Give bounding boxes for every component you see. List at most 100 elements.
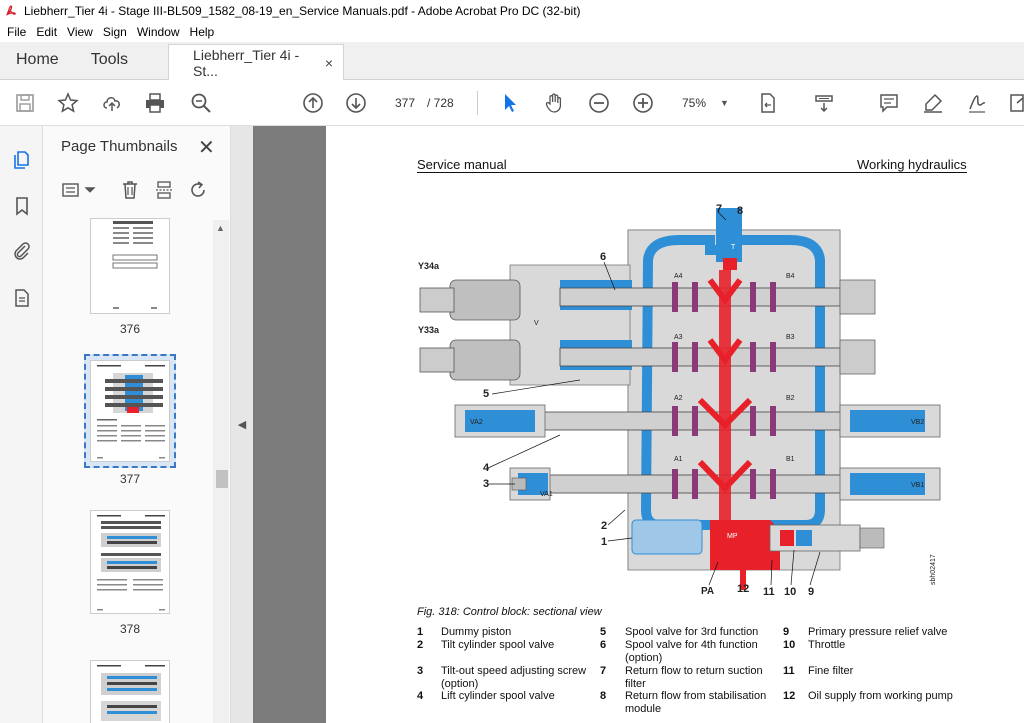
page-thumbnails-icon[interactable] — [10, 148, 34, 172]
label-b4: B4 — [786, 273, 795, 280]
tab-document[interactable]: Liebherr_Tier 4i - St... × — [168, 44, 345, 80]
chevron-down-icon: ▼ — [720, 98, 729, 108]
rotate-icon[interactable] — [187, 178, 211, 202]
label-t: T — [731, 244, 736, 251]
extract-pages-icon[interactable] — [152, 178, 176, 202]
star-icon[interactable] — [56, 91, 80, 115]
thumbnail-label: 378 — [119, 622, 141, 636]
trash-icon[interactable] — [118, 178, 142, 202]
legend-text: Tilt-out speed adjusting screw (option) — [441, 665, 587, 690]
tab-bar: Home Tools Liebherr_Tier 4i - St... × — [0, 42, 1024, 80]
legend-text: Primary pressure relief valve — [808, 626, 948, 638]
close-panel-icon[interactable]: ✕ — [198, 137, 215, 159]
page-number-input[interactable]: 377 — [394, 96, 416, 110]
legend-number: 3 — [417, 665, 424, 677]
thumbnail-page[interactable] — [90, 660, 170, 723]
thumbnail-list: 376 377 — [43, 218, 213, 723]
label-9: 9 — [808, 586, 815, 598]
options-icon[interactable] — [59, 178, 83, 202]
menu-window[interactable]: Window — [136, 25, 180, 39]
thumbnail-page[interactable] — [90, 510, 170, 614]
more-tools-icon[interactable] — [1006, 91, 1024, 115]
menu-help[interactable]: Help — [189, 25, 215, 39]
figure-caption: Fig. 318: Control block: sectional view — [417, 606, 602, 618]
legend-number: 7 — [600, 665, 607, 677]
thumbnail-preview — [97, 365, 165, 459]
menu-sign[interactable]: Sign — [102, 25, 127, 39]
label-a2: A2 — [674, 395, 683, 402]
label-b1: B1 — [786, 456, 795, 463]
label-b3: B3 — [786, 334, 795, 341]
thumbnails-panel: Page Thumbnails ✕ — [43, 126, 231, 723]
label-a1: A1 — [674, 456, 683, 463]
legend-number: 2 — [417, 639, 424, 651]
menu-file[interactable]: File — [7, 25, 27, 39]
toolbar-divider — [477, 91, 478, 115]
previous-page-icon[interactable] — [301, 91, 325, 115]
menu-view[interactable]: View — [67, 25, 93, 39]
scrollbar-thumb[interactable] — [216, 470, 228, 488]
search-icon[interactable] — [189, 91, 213, 115]
legend-number: 10 — [783, 639, 796, 651]
tab-tools[interactable]: Tools — [90, 51, 129, 68]
spool-3rd-function — [559, 347, 841, 367]
label-3: 3 — [483, 478, 490, 490]
bookmark-icon[interactable] — [10, 194, 34, 218]
left-rail — [0, 126, 43, 723]
hand-icon[interactable] — [542, 91, 566, 115]
scroll-mode-icon[interactable] — [812, 91, 836, 115]
page-fit-icon[interactable] — [756, 91, 780, 115]
page-header-left: Service manual — [417, 157, 507, 172]
tab-home[interactable]: Home — [16, 51, 59, 68]
thumbnail-page-selected[interactable] — [90, 360, 170, 462]
label-vb2: VB2 — [911, 419, 925, 426]
label-v: V — [534, 320, 539, 327]
return-port — [716, 208, 742, 262]
chevron-left-icon: ◀ — [237, 419, 247, 431]
label-va1: VA1 — [540, 491, 553, 498]
label-4: 4 — [483, 462, 490, 474]
zoom-value: 75% — [682, 96, 707, 110]
legend-number: 8 — [600, 690, 607, 702]
label-a3: A3 — [674, 334, 683, 341]
attachment-icon[interactable] — [10, 239, 34, 263]
collapse-panel-handle[interactable]: ◀ — [231, 126, 253, 723]
print-icon[interactable] — [143, 91, 167, 115]
zoom-select[interactable]: 75% ▼ — [675, 91, 735, 115]
label-va2: VA2 — [470, 419, 483, 426]
close-tab-icon[interactable]: × — [324, 54, 334, 71]
legend-text: Oil supply from working pump — [808, 690, 953, 702]
legend-text: Tilt cylinder spool valve — [441, 639, 555, 651]
legend-number: 1 — [417, 626, 424, 638]
page-total: / 728 — [427, 96, 454, 110]
thumbnail-preview — [97, 515, 165, 611]
solenoid-y34a — [449, 279, 521, 321]
menu-edit[interactable]: Edit — [36, 25, 58, 39]
label-10: 10 — [784, 586, 797, 598]
page-list-icon[interactable] — [10, 286, 34, 310]
scroll-up-icon[interactable]: ▲ — [216, 223, 225, 233]
label-y34a: Y34a — [418, 261, 440, 271]
comment-icon[interactable] — [877, 91, 901, 115]
label-5: 5 — [483, 388, 490, 400]
sign-icon[interactable] — [965, 91, 989, 115]
next-page-icon[interactable] — [344, 91, 368, 115]
thumbnail-page[interactable] — [90, 218, 170, 314]
upload-icon[interactable] — [100, 91, 124, 115]
zoom-out-icon[interactable] — [587, 91, 611, 115]
thumbnail-label: 376 — [119, 322, 141, 336]
legend-number: 12 — [783, 690, 796, 702]
tab-document-label: Liebherr_Tier 4i - St... — [193, 46, 300, 79]
zoom-in-icon[interactable] — [631, 91, 655, 115]
save-icon[interactable] — [13, 91, 37, 115]
dummy-piston — [631, 519, 703, 555]
legend-text: Fine filter — [808, 665, 854, 677]
legend-text: Return flow from stabilisation module — [625, 690, 767, 715]
highlight-icon[interactable] — [921, 91, 945, 115]
legend-text: Spool valve for 4th function (option) — [625, 639, 758, 664]
thumbnail-scrollbar[interactable]: ▲ — [213, 220, 229, 723]
label-b2: B2 — [786, 395, 795, 402]
options-dropdown-icon[interactable] — [83, 178, 97, 202]
select-cursor-icon[interactable] — [498, 91, 522, 115]
label-8: 8 — [737, 205, 744, 217]
